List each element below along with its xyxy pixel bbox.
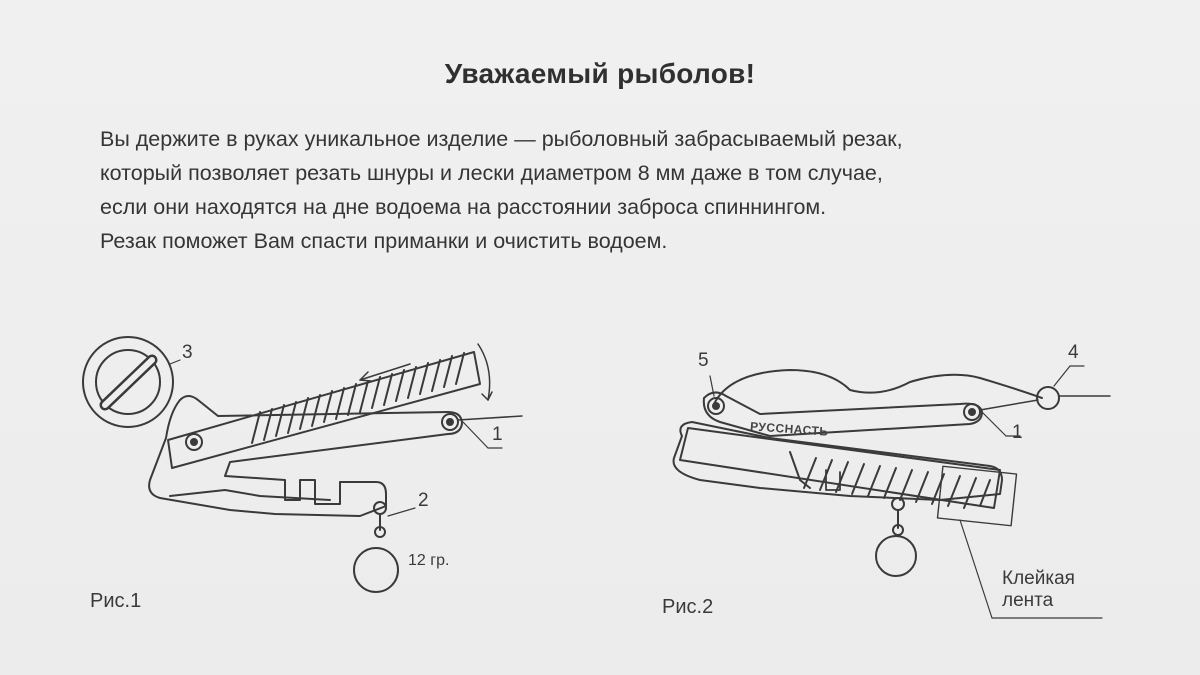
- adhesive-tape-box: [936, 465, 1018, 527]
- cutter-frame: [672, 421, 1003, 501]
- weight-label: 12 гр.: [408, 552, 450, 569]
- paragraph-line: который позволяет резать шнуры и лески д…: [100, 161, 883, 185]
- figure-2-caption: Рис.2: [662, 596, 714, 618]
- callout-4: 4: [1068, 342, 1079, 363]
- screw-right: [441, 413, 459, 431]
- callout-3: 3: [182, 342, 193, 363]
- tape-label: Клейкая лента: [1002, 568, 1075, 612]
- screw-right: [963, 403, 981, 421]
- screw-detail-circle: [82, 336, 174, 428]
- blade: [679, 427, 1001, 509]
- sinker-weight: [353, 501, 399, 593]
- cutter-drawing-fig2: [672, 365, 1111, 619]
- swivel-ring: [1036, 386, 1060, 410]
- screw-left: [707, 397, 725, 415]
- cutter-drawing-fig1: [82, 336, 523, 593]
- callout-5: 5: [698, 350, 709, 371]
- figure-2: 5 4 1 РУССНАСТЬ Клейкая лента Рис.2: [640, 320, 1160, 650]
- callout-1: 1: [1012, 422, 1023, 443]
- figure-1: 3 1 2 12 гр. Рис.1: [70, 320, 540, 650]
- paragraph-line: Резак поможет Вам спасти приманки и очис…: [100, 229, 668, 253]
- paragraph-line: если они находятся на дне водоема на рас…: [100, 195, 827, 219]
- blade: [167, 351, 481, 469]
- callout-1: 1: [492, 424, 503, 445]
- paragraph-line: Вы держите в руках уникальное изделие — …: [100, 127, 903, 151]
- figure-1-caption: Рис.1: [90, 590, 142, 612]
- intro-paragraph: Вы держите в руках уникальное изделие — …: [100, 122, 1160, 258]
- rotation-arrow: [477, 343, 493, 401]
- fishing-line: [713, 369, 1043, 405]
- slide-direction-arrow: [359, 363, 411, 382]
- screw-left: [185, 433, 203, 451]
- page-title: Уважаемый рыболов!: [444, 58, 756, 89]
- cutter-arm: [702, 391, 983, 437]
- cutter-frame: [148, 395, 463, 517]
- tape-label-line: Клейкая: [1002, 568, 1075, 589]
- tape-label-line: лента: [1002, 590, 1054, 611]
- callout-2: 2: [418, 490, 429, 511]
- sinker-weight: [875, 497, 917, 577]
